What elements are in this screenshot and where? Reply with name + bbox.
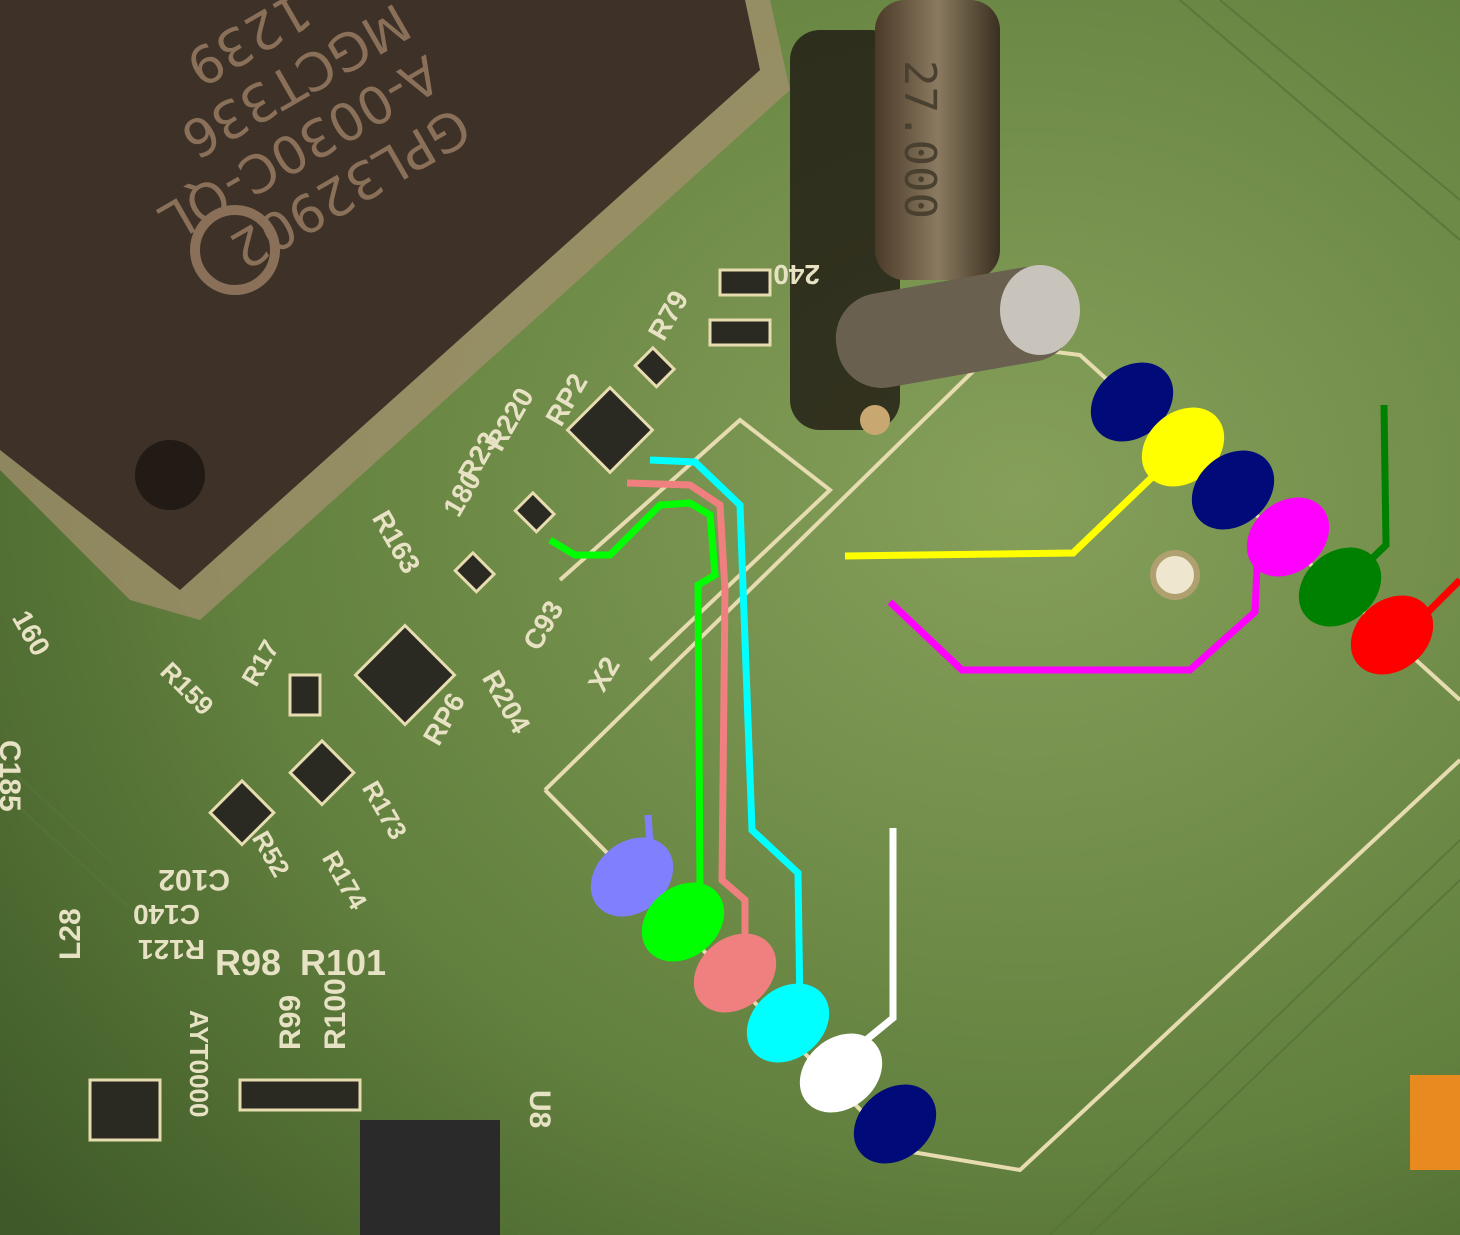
label-c140: C140: [133, 899, 200, 930]
label-l28: L28: [54, 908, 87, 960]
pad-dark-green: [1298, 547, 1382, 627]
pad-red: [1350, 595, 1434, 675]
pad-pink: [693, 933, 777, 1013]
smd-components: [88, 268, 772, 1142]
wire-green: [548, 499, 719, 891]
crystal-marking: 27.000: [894, 60, 945, 219]
crystal: 27.000: [790, 0, 1080, 435]
label-c102: C102: [158, 863, 230, 896]
label-r100: R100: [319, 978, 352, 1050]
label-r98: R98: [215, 942, 281, 983]
pad-cyan: [746, 983, 830, 1063]
u8-chip: [360, 1120, 500, 1235]
wire-cyan: [649, 456, 804, 1011]
label-r99: R99: [274, 995, 307, 1050]
connector-pads: [590, 362, 1434, 1164]
pad-magenta: [1246, 497, 1330, 577]
label-r121: R121: [138, 934, 205, 965]
label-r101: R101: [300, 942, 386, 983]
wire-white: [857, 828, 897, 1048]
pad-white: [799, 1033, 883, 1113]
wire-pink: [626, 479, 749, 960]
label-u8: U8: [523, 1090, 556, 1128]
mounting-hole: [1150, 550, 1200, 600]
pad-green: [641, 882, 725, 962]
main-chip: GPL32902 A-0030C-QL MGCT336 1239: [0, 0, 790, 620]
pad-yellow: [1141, 407, 1225, 487]
pad-lavender: [590, 837, 674, 917]
pad-navy-2: [1191, 450, 1275, 530]
wire-magenta: [887, 544, 1262, 674]
chip-logo-icon: [190, 205, 280, 295]
label-ayt: AYT0000: [184, 1010, 214, 1117]
pad-navy-bottom: [853, 1084, 937, 1164]
wire-yellow: [844, 457, 1173, 560]
label-c185: C185: [0, 740, 26, 812]
label-240: 240: [773, 259, 820, 290]
orange-component: [1410, 1075, 1460, 1170]
pad-navy-1: [1090, 362, 1174, 442]
